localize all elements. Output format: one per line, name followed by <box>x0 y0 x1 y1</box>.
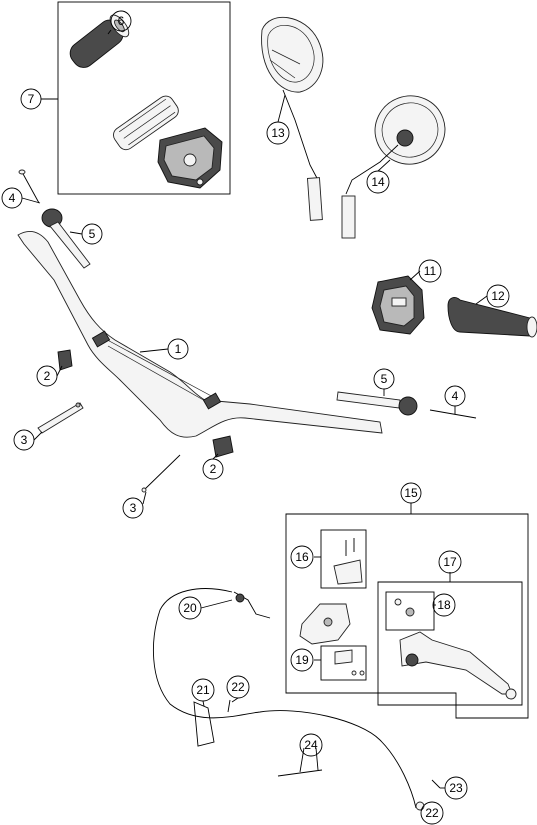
callout-23: 23 <box>444 776 468 800</box>
callout-11: 11 <box>418 259 442 283</box>
svg-text:19: 19 <box>295 653 309 667</box>
callout-24: 24 <box>299 733 323 757</box>
callout-21: 21 <box>191 678 215 702</box>
callout-5-top: 5 <box>81 223 103 245</box>
svg-text:3: 3 <box>21 433 28 447</box>
bolt-22-upper <box>227 699 231 713</box>
bar-end-5-left <box>41 208 91 269</box>
svg-text:14: 14 <box>371 175 385 189</box>
callout-2-center: 2 <box>202 458 224 480</box>
group-frame-7 <box>57 1 231 195</box>
svg-text:12: 12 <box>491 289 505 303</box>
callout-15: 15 <box>400 482 422 504</box>
cable-tie-24 <box>277 747 323 777</box>
svg-text:6: 6 <box>118 14 125 28</box>
callout-4-right: 4 <box>444 385 466 407</box>
clutch-assembly-15 <box>285 503 529 719</box>
svg-text:3: 3 <box>130 501 137 515</box>
group-frame-17 <box>377 581 523 706</box>
callout-1: 1 <box>167 338 189 360</box>
bolt-4-right <box>429 409 477 419</box>
callout-20: 20 <box>178 596 202 620</box>
clutch-cable-20 <box>153 588 417 809</box>
group-frame-16 <box>320 529 367 589</box>
svg-text:11: 11 <box>424 264 437 278</box>
svg-text:4: 4 <box>9 191 16 205</box>
svg-text:7: 7 <box>28 92 35 106</box>
svg-text:22: 22 <box>425 806 439 820</box>
callout-4-top: 4 <box>1 187 23 209</box>
callout-13: 13 <box>266 121 290 145</box>
bolt-4-left <box>18 169 40 204</box>
callout-14: 14 <box>366 170 390 194</box>
callout-22-lower: 22 <box>420 801 444 825</box>
svg-text:18: 18 <box>437 598 451 612</box>
clip-21 <box>193 701 215 747</box>
svg-text:1: 1 <box>175 342 182 356</box>
bar-end-5-right <box>336 391 418 416</box>
callout-17: 17 <box>438 550 462 574</box>
svg-text:4: 4 <box>452 389 459 403</box>
callout-5-right: 5 <box>373 368 395 390</box>
clamp-2-center <box>212 435 234 458</box>
group-frame-18 <box>385 591 435 631</box>
callout-3-center: 3 <box>122 497 144 519</box>
callout-labels: 6 7 13 14 4 5 11 12 1 2 5 4 3 2 3 15 16 … <box>1 10 510 825</box>
switch-11 <box>371 275 425 335</box>
leader-6 <box>107 29 112 35</box>
handlebar-1 <box>17 231 383 438</box>
mirror-left-13 <box>261 16 324 221</box>
svg-text:5: 5 <box>381 372 388 386</box>
svg-text:2: 2 <box>210 462 217 476</box>
leader-lines <box>21 94 488 812</box>
svg-text:5: 5 <box>89 227 96 241</box>
bolt-23 <box>431 779 441 789</box>
svg-text:17: 17 <box>443 555 457 569</box>
svg-text:13: 13 <box>271 126 285 140</box>
callout-7: 7 <box>20 88 42 110</box>
svg-text:24: 24 <box>304 738 318 752</box>
svg-text:15: 15 <box>404 486 418 500</box>
callout-12: 12 <box>486 284 510 308</box>
svg-text:16: 16 <box>295 550 309 564</box>
callout-3-left: 3 <box>13 429 35 451</box>
callout-16: 16 <box>290 545 314 569</box>
group-frame-15 <box>285 513 529 719</box>
svg-text:20: 20 <box>183 601 197 615</box>
throttle-housing <box>157 127 223 189</box>
mirror-right-14 <box>341 95 446 239</box>
callout-18: 18 <box>432 593 456 617</box>
callout-6: 6 <box>110 10 132 32</box>
callout-2-left: 2 <box>36 365 58 387</box>
group-frame-19 <box>320 645 367 681</box>
callout-19: 19 <box>290 648 314 672</box>
grip-12 <box>447 297 537 338</box>
clamp-2-left <box>57 349 73 371</box>
svg-text:22: 22 <box>231 680 245 694</box>
svg-text:23: 23 <box>449 781 463 795</box>
strap-3-left <box>37 402 84 434</box>
throttle-grip-assembly <box>41 1 231 195</box>
svg-text:2: 2 <box>44 369 51 383</box>
tie-3-center <box>141 454 181 493</box>
throttle-tube <box>113 95 179 151</box>
callout-22-upper: 22 <box>226 675 250 699</box>
svg-text:21: 21 <box>196 683 210 697</box>
